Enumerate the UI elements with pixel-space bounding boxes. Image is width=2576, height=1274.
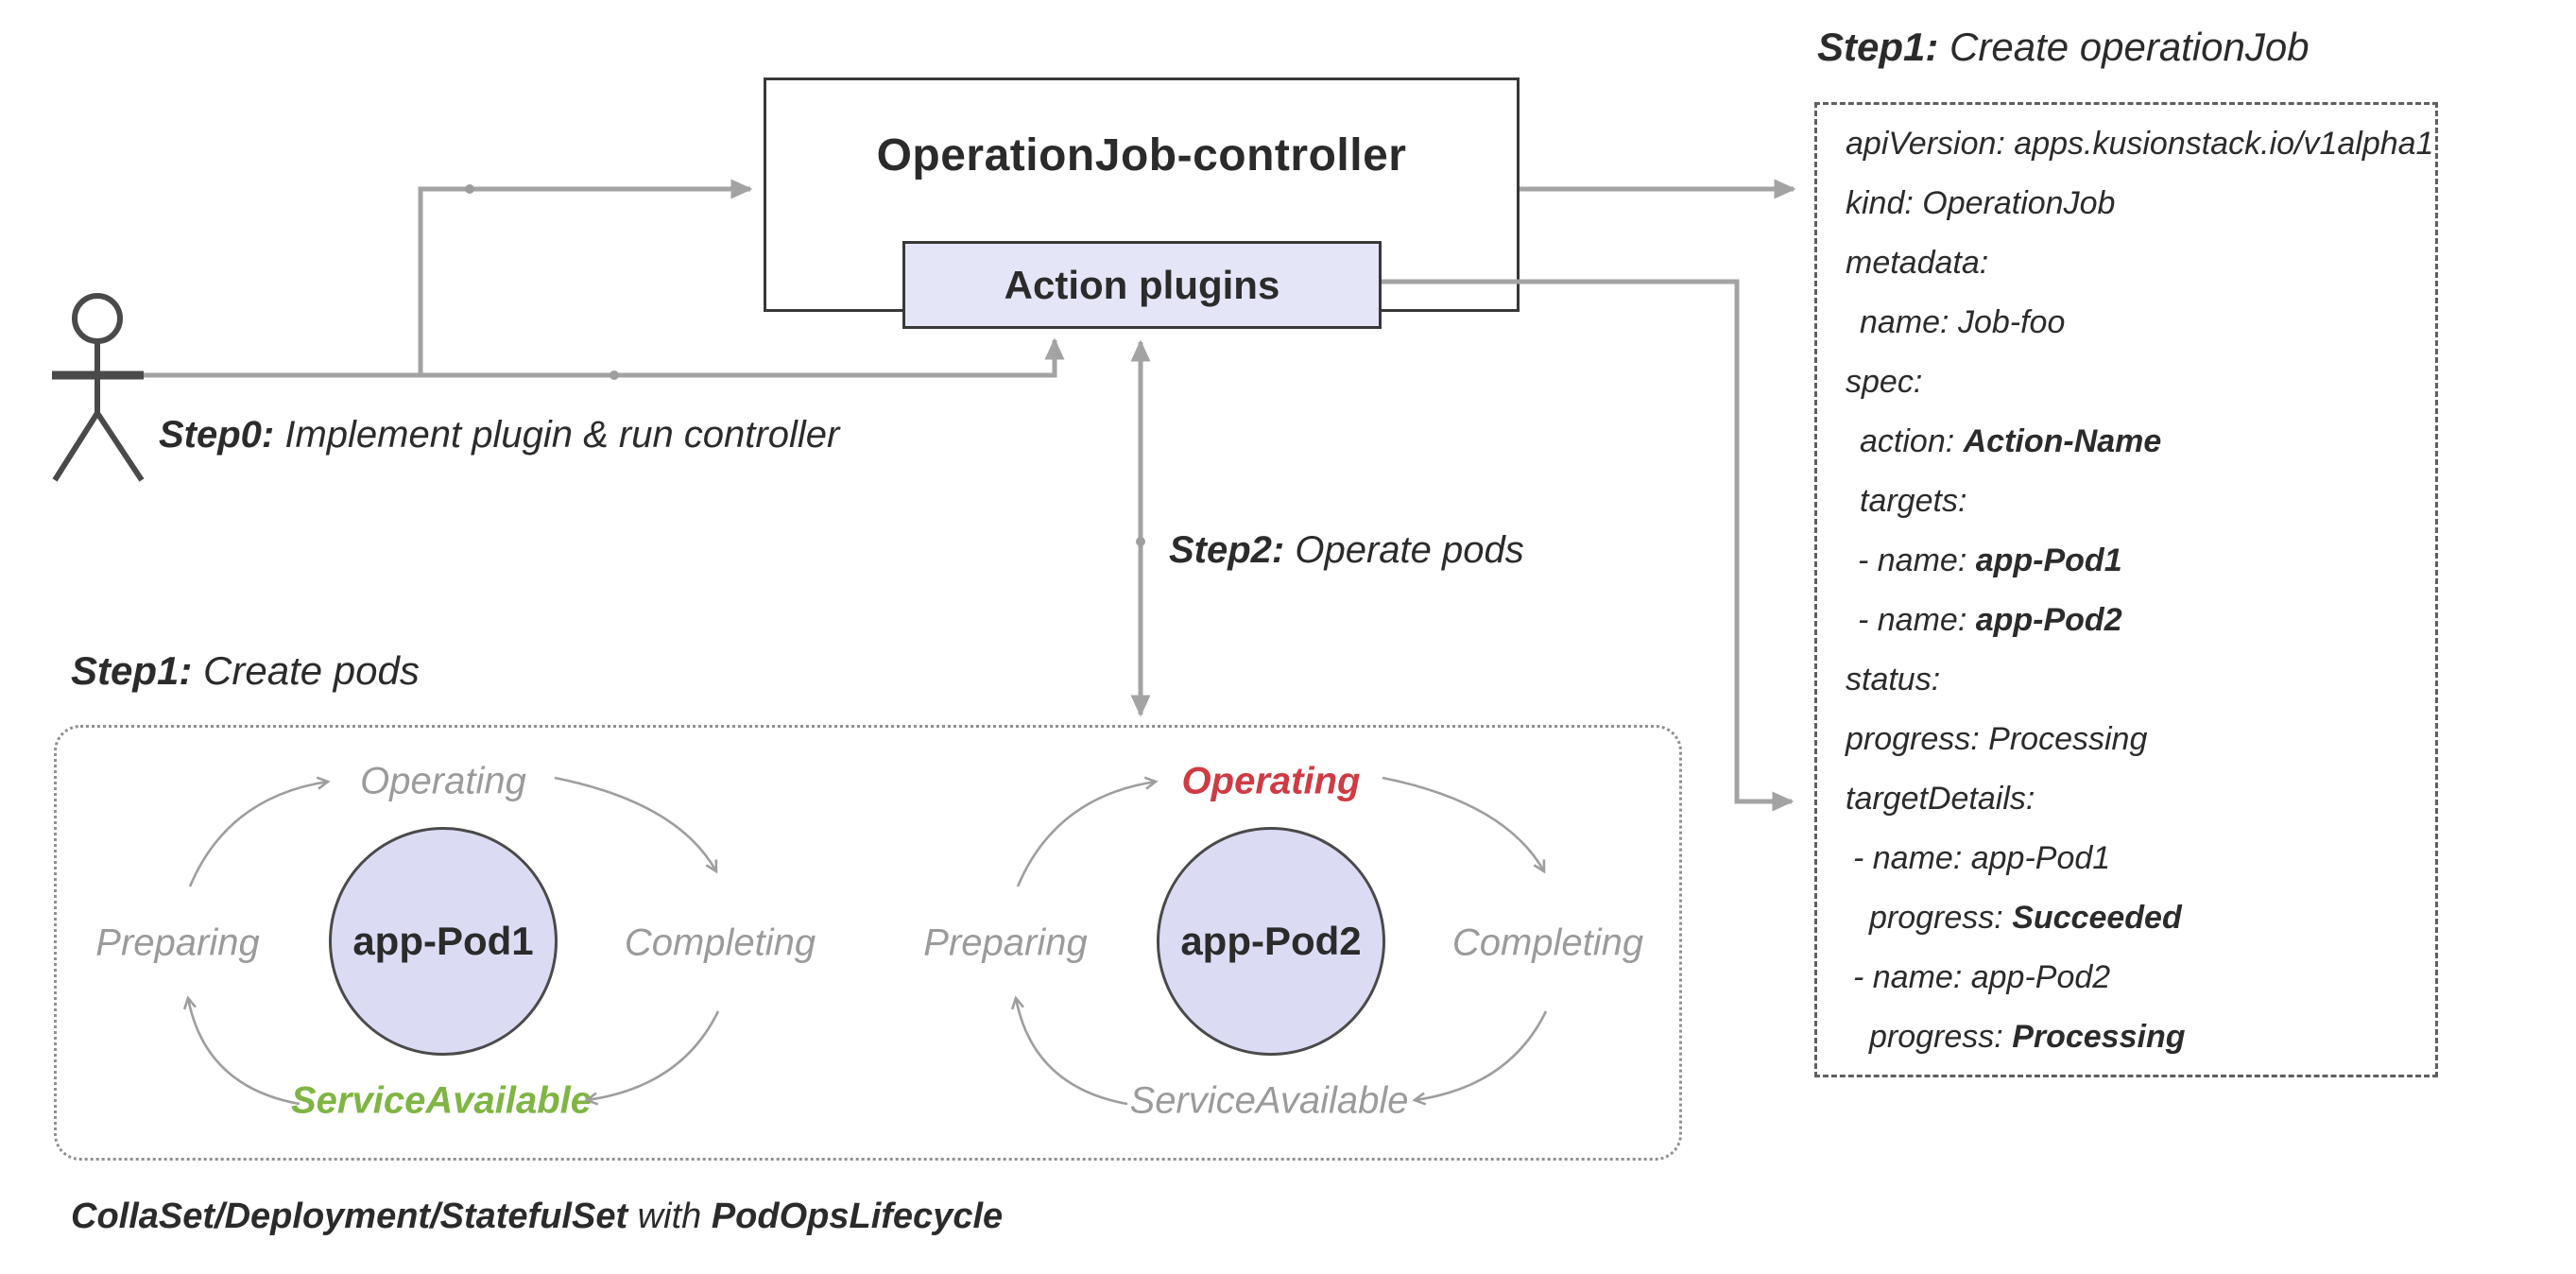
yaml-line: status: [1846, 662, 1941, 697]
yaml-line: metadata: [1846, 245, 1989, 281]
yaml-line: - name: app-Pod2 [1858, 602, 2122, 638]
step2-label: Step2: Operate pods [1169, 529, 1524, 571]
yaml-line: action: Action-Name [1860, 423, 2162, 459]
step0-label: Step0: Implement plugin & run controller [159, 414, 840, 456]
controller-label: OperationJob-controller [876, 130, 1407, 181]
yaml-line: - name: app-Pod2 [1853, 959, 2111, 995]
yaml-line: spec: [1846, 364, 1923, 400]
workloads-caption: CollaSet/Deployment/StatefulSet with Pod… [71, 1197, 1004, 1236]
yaml-line: - name: app-Pod1 [1853, 840, 2111, 876]
pods-lifecycle-box [54, 725, 1682, 1161]
yaml-line: name: Job-foo [1860, 304, 2066, 340]
junction-dot [610, 370, 619, 380]
state-label-operating: Operating [360, 760, 526, 802]
pod-circle-app-Pod2: app-Pod2 [1157, 827, 1385, 1056]
yaml-line: kind: OperationJob [1846, 185, 2116, 221]
action-plugins-label: Action plugins [1004, 262, 1280, 307]
junction-dot [465, 184, 474, 194]
state-label-preparing: Preparing [923, 921, 1088, 964]
yaml-line: progress: Processing [1869, 1019, 2186, 1055]
state-label-operating: Operating [1181, 760, 1361, 802]
state-label-preparing: Preparing [95, 921, 260, 964]
yaml-line: targetDetails: [1846, 781, 2035, 817]
yaml-line: progress: Processing [1846, 721, 2148, 757]
action-plugins-box: Action plugins [902, 241, 1382, 329]
state-label-serviceavailable: ServiceAvailable [1129, 1079, 1409, 1122]
pod-circle-app-Pod1: app-Pod1 [329, 827, 558, 1056]
yaml-lines: apiVersion: apps.kusionstack.io/v1alpha1… [1846, 114, 2435, 1067]
step1-create-pods-label: Step1: Create pods [71, 648, 420, 693]
connector-step0-to-controller [418, 179, 753, 375]
state-label-serviceavailable: ServiceAvailable [291, 1079, 592, 1122]
step1-create-operationjob-label: Step1: Create operationJob [1817, 25, 2310, 69]
connector-step0-to-action-plugins [144, 337, 1065, 378]
user-stick-figure-icon [52, 293, 145, 482]
operationjob-yaml-box: apiVersion: apps.kusionstack.io/v1alpha1… [1814, 102, 2438, 1077]
yaml-line: - name: app-Pod1 [1858, 542, 2122, 578]
yaml-line: progress: Succeeded [1869, 900, 2182, 936]
state-label-completing: Completing [624, 921, 816, 964]
junction-dot [1136, 537, 1145, 546]
yaml-line: targets: [1860, 483, 1967, 519]
state-label-completing: Completing [1451, 921, 1644, 964]
yaml-line: apiVersion: apps.kusionstack.io/v1alpha1 [1846, 126, 2434, 162]
